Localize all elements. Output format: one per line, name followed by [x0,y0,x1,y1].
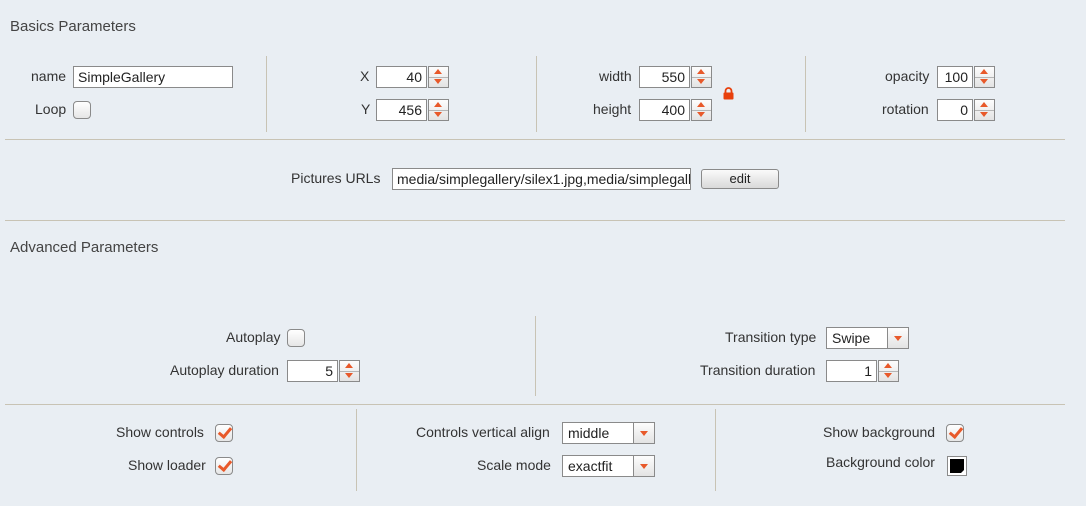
basics-section-title: Basics Parameters [10,18,136,35]
background-color-swatch[interactable] [947,456,967,476]
autoplay-duration-input[interactable]: 5 [287,360,338,382]
width-label: width [599,68,632,84]
pictures-urls-label: Pictures URLs [291,170,381,186]
show-background-checkbox[interactable] [946,424,964,442]
basics-divider [5,139,1065,140]
loop-label: Loop [35,101,67,117]
opacity-stepper-up-arrow-icon[interactable] [975,67,994,78]
controls-valign-label: Controls vertical align [416,424,550,440]
show-controls-checkbox[interactable] [215,424,233,442]
transition-duration-input[interactable]: 1 [826,360,877,382]
pictures-urls-input[interactable]: media/simplegallery/silex1.jpg,media/sim… [392,168,691,190]
edit-button[interactable]: edit [701,169,779,189]
controls-valign-dropdown-arrow-icon[interactable] [633,423,654,443]
autoplay-checkbox[interactable] [287,329,305,347]
scale-mode-dropdown-arrow-icon[interactable] [633,456,654,476]
autoplay-duration-stepper[interactable] [339,360,360,382]
basics-separator-3 [805,56,806,132]
advanced-separator-1 [535,316,536,396]
width-input[interactable]: 550 [639,66,690,88]
advanced-section-title: Advanced Parameters [10,239,159,256]
width-stepper-up-arrow-icon[interactable] [692,67,711,78]
x-stepper-up-arrow-icon[interactable] [429,67,448,78]
show-loader-checkbox[interactable] [215,457,233,475]
rotation-stepper-up-arrow-icon[interactable] [975,100,994,111]
transition-type-label: Transition type [725,329,817,345]
scale-mode-label: Scale mode [477,457,551,473]
transition-type-select[interactable]: Swipe [826,327,909,349]
transition-type-value: Swipe [832,330,871,346]
opacity-stepper-down-arrow-icon[interactable] [975,77,994,87]
width-stepper-down-arrow-icon[interactable] [692,77,711,87]
autoplay-duration-down-arrow-icon[interactable] [340,371,359,381]
y-stepper-up-arrow-icon[interactable] [429,100,448,111]
basics-separator-2 [536,56,537,132]
y-stepper[interactable] [428,99,449,121]
scale-mode-value: exactfit [568,458,613,474]
basics-bottom-divider [5,220,1065,221]
transition-duration-label: Transition duration [700,362,816,378]
autoplay-duration-label: Autoplay duration [170,362,279,378]
rotation-stepper-down-arrow-icon[interactable] [975,110,994,120]
basics-separator-1 [266,56,267,132]
background-color-fill [950,459,965,474]
show-controls-label: Show controls [116,424,204,440]
rotation-label: rotation [882,101,929,117]
x-label: X [360,68,370,84]
height-input[interactable]: 400 [639,99,690,121]
lock-icon[interactable] [723,87,734,100]
show-loader-label: Show loader [128,457,206,473]
x-stepper-down-arrow-icon[interactable] [429,77,448,87]
y-label: Y [361,101,371,117]
bottom-separator-1 [356,409,357,491]
opacity-label: opacity [885,68,930,84]
height-stepper-up-arrow-icon[interactable] [692,100,711,111]
y-input[interactable]: 456 [376,99,427,121]
rotation-stepper[interactable] [974,99,995,121]
transition-duration-down-arrow-icon[interactable] [879,371,898,381]
scale-mode-select[interactable]: exactfit [562,455,655,477]
height-stepper[interactable] [691,99,712,121]
opacity-input[interactable]: 100 [937,66,973,88]
bottom-separator-2 [715,409,716,491]
transition-type-dropdown-arrow-icon[interactable] [887,328,908,348]
y-stepper-down-arrow-icon[interactable] [429,110,448,120]
transition-duration-stepper[interactable] [878,360,899,382]
controls-valign-value: middle [568,425,610,441]
transition-duration-up-arrow-icon[interactable] [879,361,898,372]
loop-checkbox[interactable] [73,101,91,119]
height-stepper-down-arrow-icon[interactable] [692,110,711,120]
autoplay-label: Autoplay [226,329,281,345]
x-input[interactable]: 40 [376,66,427,88]
advanced-divider [5,404,1065,405]
background-color-label: Background color [826,454,935,470]
opacity-stepper[interactable] [974,66,995,88]
x-stepper[interactable] [428,66,449,88]
height-label: height [593,101,632,117]
controls-valign-select[interactable]: middle [562,422,655,444]
show-background-label: Show background [823,424,936,440]
name-label: name [31,68,67,84]
width-stepper[interactable] [691,66,712,88]
name-input[interactable]: SimpleGallery [73,66,233,88]
autoplay-duration-up-arrow-icon[interactable] [340,361,359,372]
rotation-input[interactable]: 0 [937,99,973,121]
